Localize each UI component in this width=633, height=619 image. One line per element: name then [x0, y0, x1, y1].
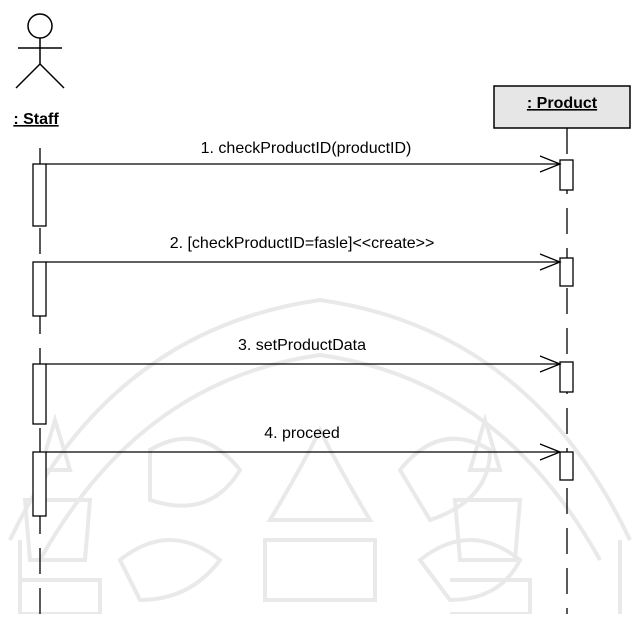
actor-activation-bar	[33, 452, 46, 516]
actor-activation-bar	[33, 262, 46, 316]
actor-right-leg	[40, 64, 64, 88]
message-arrow	[46, 156, 560, 172]
message-label: 4. proceed	[264, 425, 340, 442]
actor-activation-bar	[33, 364, 46, 424]
object-activation-bar	[560, 258, 573, 286]
object-activation-bar	[560, 452, 573, 480]
message-label: 1. checkProductID(productID)	[201, 140, 412, 157]
actor-head	[28, 14, 52, 38]
actor-left-leg	[16, 64, 40, 88]
actor-activation-bar	[33, 164, 46, 226]
object-activation-bar	[560, 362, 573, 392]
actor-label: : Staff	[13, 111, 59, 128]
message-label: 2. [checkProductID=fasle]<<create>>	[170, 235, 435, 252]
object-label: : Product	[527, 95, 598, 112]
message-label: 3. setProductData	[238, 337, 366, 354]
message-arrow	[46, 254, 560, 270]
actor-stick-figure	[16, 14, 64, 88]
object-activation-bar	[560, 160, 573, 190]
